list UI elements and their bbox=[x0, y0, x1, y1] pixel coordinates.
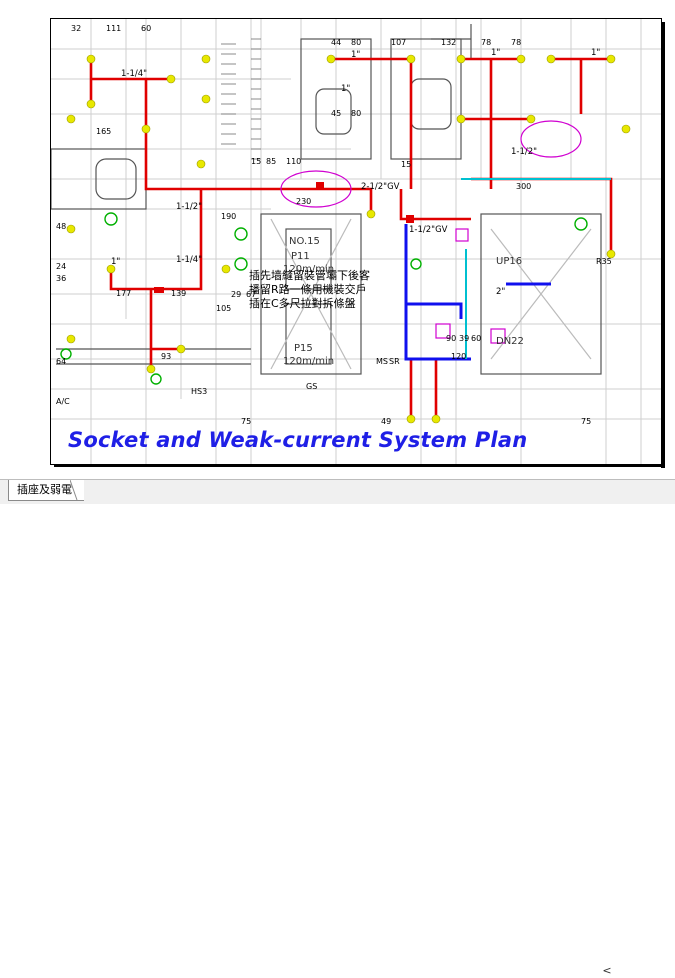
svg-text:29: 29 bbox=[231, 290, 241, 299]
svg-text:80: 80 bbox=[351, 109, 361, 118]
svg-text:1": 1" bbox=[591, 48, 600, 58]
svg-text:HS3: HS3 bbox=[191, 387, 207, 396]
left-stair bbox=[221, 38, 261, 160]
center-note-line-1: 插先墙縫留裝管壩下後客 bbox=[249, 268, 370, 282]
svg-text:67: 67 bbox=[246, 290, 256, 299]
scroll-left-button[interactable]: < bbox=[602, 964, 612, 977]
svg-text:107: 107 bbox=[391, 38, 406, 47]
svg-text:SR: SR bbox=[389, 357, 400, 366]
svg-text:78: 78 bbox=[511, 38, 521, 47]
svg-text:111: 111 bbox=[106, 24, 121, 33]
svg-text:105: 105 bbox=[216, 304, 231, 313]
svg-text:1-1/2"GV: 1-1/2"GV bbox=[409, 225, 448, 235]
svg-text:90: 90 bbox=[446, 334, 456, 343]
svg-text:75: 75 bbox=[581, 417, 591, 426]
svg-text:36: 36 bbox=[56, 274, 66, 283]
paper-shadow-bottom bbox=[54, 463, 665, 467]
shaft-label-speed-1: 120m/min bbox=[283, 264, 334, 275]
fixtures bbox=[66, 54, 631, 424]
svg-text:78: 78 bbox=[481, 38, 491, 47]
svg-text:1": 1" bbox=[341, 84, 350, 94]
svg-text:120: 120 bbox=[451, 352, 466, 361]
drawing-title: Socket and Weak-current System Plan bbox=[68, 428, 528, 452]
svg-text:1": 1" bbox=[491, 48, 500, 58]
svg-text:93: 93 bbox=[161, 352, 171, 361]
svg-text:15: 15 bbox=[251, 157, 261, 166]
layout-tab-bar: 插座及弱電 < bbox=[0, 479, 675, 977]
svg-text:15: 15 bbox=[401, 160, 411, 169]
svg-text:177: 177 bbox=[116, 289, 131, 298]
svg-text:80: 80 bbox=[351, 38, 361, 47]
svg-text:R35: R35 bbox=[596, 257, 612, 266]
svg-text:132: 132 bbox=[441, 38, 456, 47]
valve-marks bbox=[154, 182, 414, 293]
svg-text:75: 75 bbox=[241, 417, 251, 426]
svg-text:1": 1" bbox=[351, 50, 360, 60]
tab-edge bbox=[70, 480, 78, 501]
svg-text:32: 32 bbox=[71, 24, 81, 33]
layout-tab-socket-weak-current[interactable]: 插座及弱電 bbox=[8, 480, 84, 501]
svg-text:39: 39 bbox=[459, 334, 469, 343]
green-symbols bbox=[60, 212, 588, 385]
stair-label-up: UP16 bbox=[496, 256, 522, 267]
center-note-line-3: 插在C多尺拉對拆條盤 bbox=[249, 296, 356, 310]
svg-text:2-1/2"GV: 2-1/2"GV bbox=[361, 182, 400, 192]
svg-text:24: 24 bbox=[56, 262, 66, 271]
shaft-labels: NO.15 P11 120m/min P15 120m/min UP16 DN2… bbox=[283, 236, 524, 367]
revision-clouds bbox=[280, 120, 582, 344]
shaft-label-p15: P15 bbox=[294, 343, 313, 354]
svg-text:230: 230 bbox=[296, 197, 311, 206]
svg-text:45: 45 bbox=[331, 109, 341, 118]
svg-text:1": 1" bbox=[111, 257, 120, 267]
center-note-line-2: 播留R路一條用機裝交戶 bbox=[249, 282, 367, 296]
svg-text:60: 60 bbox=[141, 24, 151, 33]
svg-text:85: 85 bbox=[266, 157, 276, 166]
svg-text:2": 2" bbox=[496, 287, 505, 297]
paper-shadow-right bbox=[661, 22, 665, 468]
weak-current-conduit bbox=[404, 224, 551, 361]
svg-text:64: 64 bbox=[56, 357, 66, 366]
shaft-label-p11: P11 bbox=[291, 251, 310, 262]
svg-text:110: 110 bbox=[286, 157, 301, 166]
wall-lines bbox=[51, 19, 661, 464]
svg-text:GS: GS bbox=[306, 382, 317, 391]
svg-text:1-1/4": 1-1/4" bbox=[121, 69, 147, 79]
shaft-label-speed-2: 120m/min bbox=[283, 356, 334, 367]
svg-text:48: 48 bbox=[56, 222, 66, 231]
svg-text:190: 190 bbox=[221, 212, 236, 221]
pipe-runs bbox=[89, 57, 613, 419]
svg-text:1-1/2": 1-1/2" bbox=[511, 147, 537, 157]
svg-text:139: 139 bbox=[171, 289, 186, 298]
svg-text:44: 44 bbox=[331, 38, 341, 47]
pipe-size-labels: 1-1/4" 1-1/4" 1-1/2" 2-1/2"GV 1-1/2"GV 1-1/… bbox=[111, 48, 600, 297]
svg-text:300: 300 bbox=[516, 182, 531, 191]
svg-text:1-1/2": 1-1/2" bbox=[176, 202, 202, 212]
center-note: 插先墙縫留裝管壩下後客 播留R路一條用機裝交戶 插在C多尺拉對拆條盤 bbox=[249, 268, 370, 310]
svg-text:1-1/4": 1-1/4" bbox=[176, 255, 202, 265]
svg-text:60: 60 bbox=[471, 334, 481, 343]
svg-text:A/C: A/C bbox=[56, 397, 70, 406]
svg-text:49: 49 bbox=[381, 417, 391, 426]
shaft-label-no: NO.15 bbox=[289, 236, 320, 247]
svg-text:MS: MS bbox=[376, 357, 388, 366]
cyan-lines bbox=[461, 178, 611, 359]
stair-label-dn: DN22 bbox=[496, 336, 524, 347]
svg-text:165: 165 bbox=[96, 127, 111, 136]
